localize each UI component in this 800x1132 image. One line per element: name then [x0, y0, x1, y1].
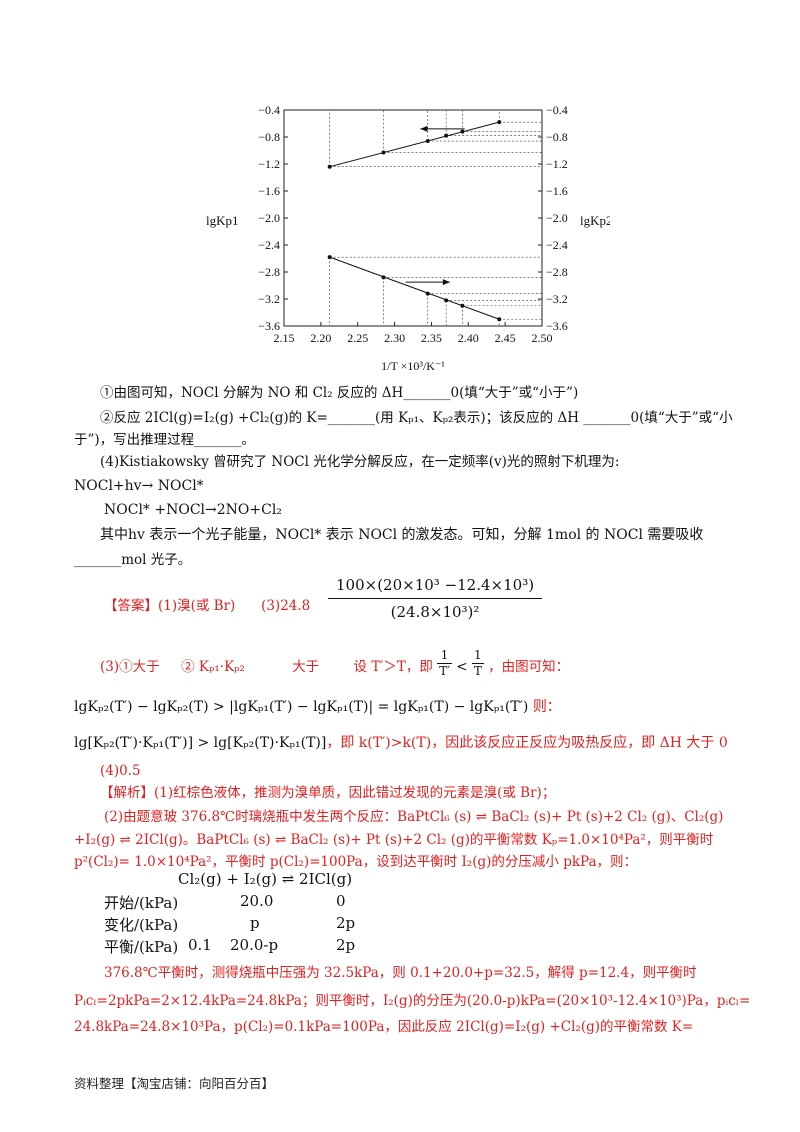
- y-tick-label-left: −1.6: [258, 184, 280, 198]
- data-point-lgKp1: [444, 133, 449, 138]
- y-tick-label-right: −1.2: [546, 157, 568, 171]
- analysis-p1: (1)红棕色液体，推测为溴单质，因此错过发现的元素是溴(或 Br)；: [154, 785, 556, 801]
- x-axis-label: 1/T ×10³/K⁻¹: [381, 359, 445, 373]
- row-label: 变化/(kPa): [104, 916, 179, 934]
- row-label: 平衡/(kPa): [104, 938, 179, 956]
- analysis-2a: (2)由题意玻 376.8℃时璃烧瓶中发生两个反应：BaPtCl₆ (s) ⇌ …: [104, 809, 724, 825]
- answer-line-1: 【答案】(1)溴(或 Br) (3)24.8: [104, 597, 310, 615]
- question-2b: 于”)，写出推理过程_______。: [74, 432, 255, 448]
- y-axis-label-right: lgKp2: [580, 213, 610, 228]
- question-4c: _______mol 光子。: [74, 552, 192, 568]
- series-line-lgKp1: [329, 121, 500, 168]
- row-label: 开始/(kPa): [104, 894, 179, 912]
- y-tick-label-left: −1.2: [258, 157, 280, 171]
- inequality-2-tail: ，即 k(T′)>k(T)，因此该反应正反应为吸热反应，即 ΔH 大于 0: [326, 735, 728, 751]
- y-tick-label-right: −2.0: [546, 211, 568, 225]
- fraction-denominator: (24.8×10³)²: [390, 603, 480, 621]
- data-point-lgKp2: [327, 255, 332, 260]
- y-tick-label-right: −2.8: [546, 265, 568, 279]
- question-4: (4)Kistiakowsky 曾研究了 NOCl 光化学分解反应，在一定频率(…: [100, 454, 620, 470]
- y-tick-label-right: −3.6: [546, 319, 568, 333]
- answer-3-4: 设 T′＞T，即: [353, 659, 433, 675]
- mechanism-2: NOCl* +NOCl→2NO+Cl₂: [104, 502, 282, 518]
- x-tick-label: 2.40: [458, 331, 479, 345]
- answer-label: 【答案】: [104, 598, 158, 614]
- table-equation: Cl₂(g) + I₂(g) ⇌ 2ICl(g): [178, 870, 353, 888]
- answer-3-5: ，由图可知：: [488, 659, 570, 675]
- plot-frame: [283, 109, 543, 327]
- data-point-lgKp1: [327, 164, 332, 169]
- analysis-1: 【解析】(1)红棕色液体，推测为溴单质，因此错过发现的元素是溴(或 Br)；: [100, 784, 555, 802]
- data-point-lgKp2: [425, 291, 430, 296]
- answer-1: (1)溴(或 Br): [158, 598, 236, 614]
- lgK-vs-inverse-T-chart: 2.15 2.20 2.25 2.30 2.35 2.40 2.45 2.50 −0.4 −0.4…: [206, 103, 610, 373]
- x-tick-label: 2.15: [274, 331, 295, 345]
- row-icl: 0: [336, 892, 346, 910]
- footer: 资料整理【淘宝店铺：向阳百分百】: [74, 1076, 275, 1091]
- row-pre: 0.1: [188, 936, 212, 954]
- row-cl2: 20.0-p: [230, 936, 279, 954]
- x-tick-label: 2.35: [421, 331, 442, 345]
- arrow-right-head: [442, 279, 450, 286]
- data-point-lgKp1: [381, 150, 386, 155]
- inequality-1-expr: lgKₚ₂(T′) − lgKₚ₂(T) > |lgKₚ₁(T′) − lgKₚ…: [74, 699, 529, 715]
- x-tick-label: 2.45: [495, 331, 516, 345]
- inequality-1: lgKₚ₂(T′) − lgKₚ₂(T) > |lgKₚ₁(T′) − lgKₚ…: [74, 698, 561, 716]
- analysis-3a: 376.8℃平衡时，测得烧瓶中压强为 32.5kPa，则 0.1+20.0+p=…: [104, 965, 697, 981]
- y-tick-label-left: −2.8: [258, 265, 280, 279]
- y-tick-label-left: −2.4: [258, 238, 280, 252]
- data-point-lgKp2: [444, 298, 449, 303]
- analysis-label: 【解析】: [100, 785, 154, 801]
- answer-3-2: ② Kₚ₁·Kₚ₂: [181, 659, 245, 675]
- y-tick-label-right: −2.4: [546, 238, 568, 252]
- y-tick-label-right: −3.2: [546, 292, 568, 306]
- x-tick-label: 2.30: [384, 331, 405, 345]
- analysis-2b: +I₂(g) ⇌ 2ICl(g)。BaPtCl₆ (s) ⇌ BaCl₂ (s)…: [74, 832, 714, 848]
- analysis-3b: Pᵢcₗ=2pkPa=2×12.4kPa=24.8kPa；则平衡时，I₂(g)的…: [74, 993, 751, 1009]
- data-point-lgKp1: [497, 120, 502, 125]
- row-icl: 2p: [336, 914, 356, 932]
- series-line-lgKp2: [329, 256, 500, 320]
- inequality-2: lg[Kₚ₂(T′)·Kₚ₁(T′)] > lg[Kₚ₂(T)·Kₚ₁(T)]，…: [74, 734, 728, 752]
- y-tick-label-left: −3.2: [258, 292, 280, 306]
- y-tick-label-left: −0.8: [258, 130, 280, 144]
- data-point-lgKp2: [497, 317, 502, 322]
- mechanism-1: NOCl+hv→ NOCl*: [74, 478, 204, 494]
- analysis-2c: p²(Cl₂)= 1.0×10⁴Pa²，平衡时 p(Cl₂)=100Pa，设到达…: [74, 854, 638, 870]
- arrow-left-head: [420, 125, 428, 132]
- inequality-2-expr: lg[Kₚ₂(T′)·Kₚ₁(T′)] > lg[Kₚ₂(T)·Kₚ₁(T)]: [74, 735, 327, 751]
- y-tick-label-left: −2.0: [258, 211, 280, 225]
- row-icl: 2p: [336, 936, 356, 954]
- answer-4: (4)0.5: [100, 763, 141, 779]
- row-cl2: 20.0: [240, 892, 274, 910]
- answer-3-1: (3)①大于: [100, 659, 160, 675]
- fraction-numerator: 100×(20×10³ −12.4×10³): [328, 572, 543, 599]
- y-tick-label-left: −0.4: [258, 103, 280, 117]
- row-cl2: p: [250, 914, 260, 932]
- answer-3: (3)24.8: [261, 598, 311, 614]
- data-point-lgKp1: [425, 139, 430, 144]
- answer-3-3: 大于: [292, 659, 320, 675]
- data-point-lgKp2: [381, 275, 386, 280]
- data-point-lgKp1: [460, 129, 465, 134]
- x-tick-label: 2.20: [310, 331, 331, 345]
- x-tick-label: 2.25: [347, 331, 368, 345]
- question-1: ①由图可知，NOCl 分解为 NO 和 Cl₂ 反应的 ΔH_______0(填…: [100, 385, 579, 401]
- y-tick-label-left: −3.6: [258, 319, 280, 333]
- x-tick-label: 2.50: [532, 331, 553, 345]
- y-axis-label-left: lgKp1: [206, 213, 239, 228]
- y-tick-label-right: −0.4: [546, 103, 568, 117]
- question-2a: ②反应 2ICl(g)=I₂(g) +Cl₂(g)的 K=_______(用 K…: [100, 410, 733, 426]
- y-tick-label-right: −0.8: [546, 130, 568, 144]
- analysis-3c: 24.8kPa=24.8×10³Pa，p(Cl₂)=0.1kPa=100Pa，因…: [74, 1019, 694, 1035]
- y-tick-label-right: −1.6: [546, 184, 568, 198]
- inequality-1-tail: 则：: [532, 699, 561, 715]
- data-point-lgKp2: [460, 303, 465, 308]
- answer-fraction: 100×(20×10³ −12.4×10³) (24.8×10³)²: [328, 572, 543, 625]
- question-4b: 其中hv 表示一个光子能量，NOCl* 表示 NOCl 的激发态。可知，分解 1…: [100, 527, 704, 543]
